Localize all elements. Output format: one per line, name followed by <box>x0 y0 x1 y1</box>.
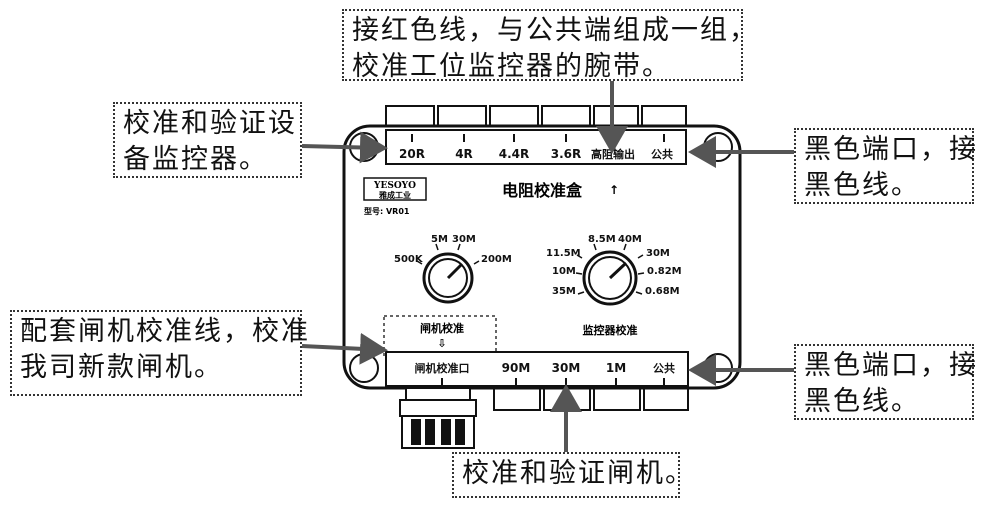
callout-line: 接红色线，与公共端组成一组， <box>352 15 758 46</box>
top-port-label: 公共 <box>651 147 673 161</box>
callout-line: 黑色端口，接 <box>804 350 978 381</box>
callout-line: 备监控器。 <box>123 144 268 175</box>
port-cap <box>493 385 541 411</box>
knob-label: 200M <box>481 254 512 265</box>
right-knob <box>575 243 645 306</box>
callout-right-bottom: 黑色端口，接 黑色线。 <box>794 344 978 420</box>
left-knob-caption: 闸机校准 <box>420 321 464 335</box>
top-port-label: 20R <box>399 147 425 161</box>
bottom-port-label: 1M <box>606 361 626 375</box>
knob-label: 500K <box>394 254 424 265</box>
callout-arrows <box>301 78 796 456</box>
model-label: 型号: VR01 <box>364 206 410 216</box>
logo-text: YESOYO <box>373 181 416 191</box>
arrow-left-bottom <box>301 332 388 365</box>
callout-top: 接红色线，与公共端组成一组， 校准工位监控器的腕带。 <box>342 9 758 82</box>
callout-left-bottom: 配套闸机校准线，校准 我司新款闸机。 <box>10 310 310 396</box>
enclosure <box>342 124 742 390</box>
right-knob-caption: 监控器校准 <box>583 323 638 337</box>
top-terminal-strip <box>385 129 687 165</box>
bottom-terminal-strip <box>385 351 689 387</box>
callout-left-top: 校准和验证设 备监控器。 <box>113 102 302 178</box>
knob-label: 30M <box>646 248 670 259</box>
down-arrow-icon: ⇩ <box>437 337 446 350</box>
title-arrow: ↑ <box>609 183 619 197</box>
port-cap <box>593 385 641 411</box>
callout-line: 校准和验证设 <box>123 108 297 139</box>
knob-label: 30M <box>452 234 476 245</box>
bottom-port-label: 90M <box>502 361 531 375</box>
callout-line: 黑色线。 <box>804 170 920 201</box>
knob-label: 35M <box>552 286 576 297</box>
top-port-label: 3.6R <box>551 147 582 161</box>
knob-label: 8.5M <box>588 234 616 245</box>
arrow-left-top <box>301 131 388 164</box>
knob-label: 40M <box>618 234 642 245</box>
device-title: 电阻校准盒 <box>502 181 583 200</box>
bottom-port-label: 30M <box>552 361 581 375</box>
knob-label: 0.82M <box>647 266 682 277</box>
bottom-port-caps <box>493 385 689 411</box>
callout-line: 校准工位监控器的腕带。 <box>352 51 671 82</box>
connector-plug <box>399 387 477 449</box>
callout-line: 黑色端口，接 <box>804 134 978 165</box>
logo <box>363 177 427 201</box>
top-port-label: 4.4R <box>499 147 530 161</box>
callout-bottom: 校准和验证闸机。 <box>452 452 694 498</box>
knob-label: 10M <box>552 266 576 277</box>
callout-line: 黑色线。 <box>804 386 920 417</box>
logo-subtext: 雅成工业 <box>379 190 411 200</box>
top-port-label: 4R <box>455 147 473 161</box>
port-cap <box>643 385 689 411</box>
callout-right-top: 黑色端口，接 黑色线。 <box>794 128 978 204</box>
knob-label: 5M <box>431 234 448 245</box>
bottom-port-label: 闸机校准口 <box>415 361 470 375</box>
knob-label: 0.68M <box>645 286 680 297</box>
callout-line: 我司新款闸机。 <box>20 352 223 383</box>
knob-label: 11.5M <box>546 248 581 259</box>
bottom-port-label: 公共 <box>653 361 675 375</box>
left-knob <box>416 243 480 304</box>
callout-line: 校准和验证闸机。 <box>462 458 694 489</box>
callout-line: 配套闸机校准线，校准 <box>20 316 310 347</box>
